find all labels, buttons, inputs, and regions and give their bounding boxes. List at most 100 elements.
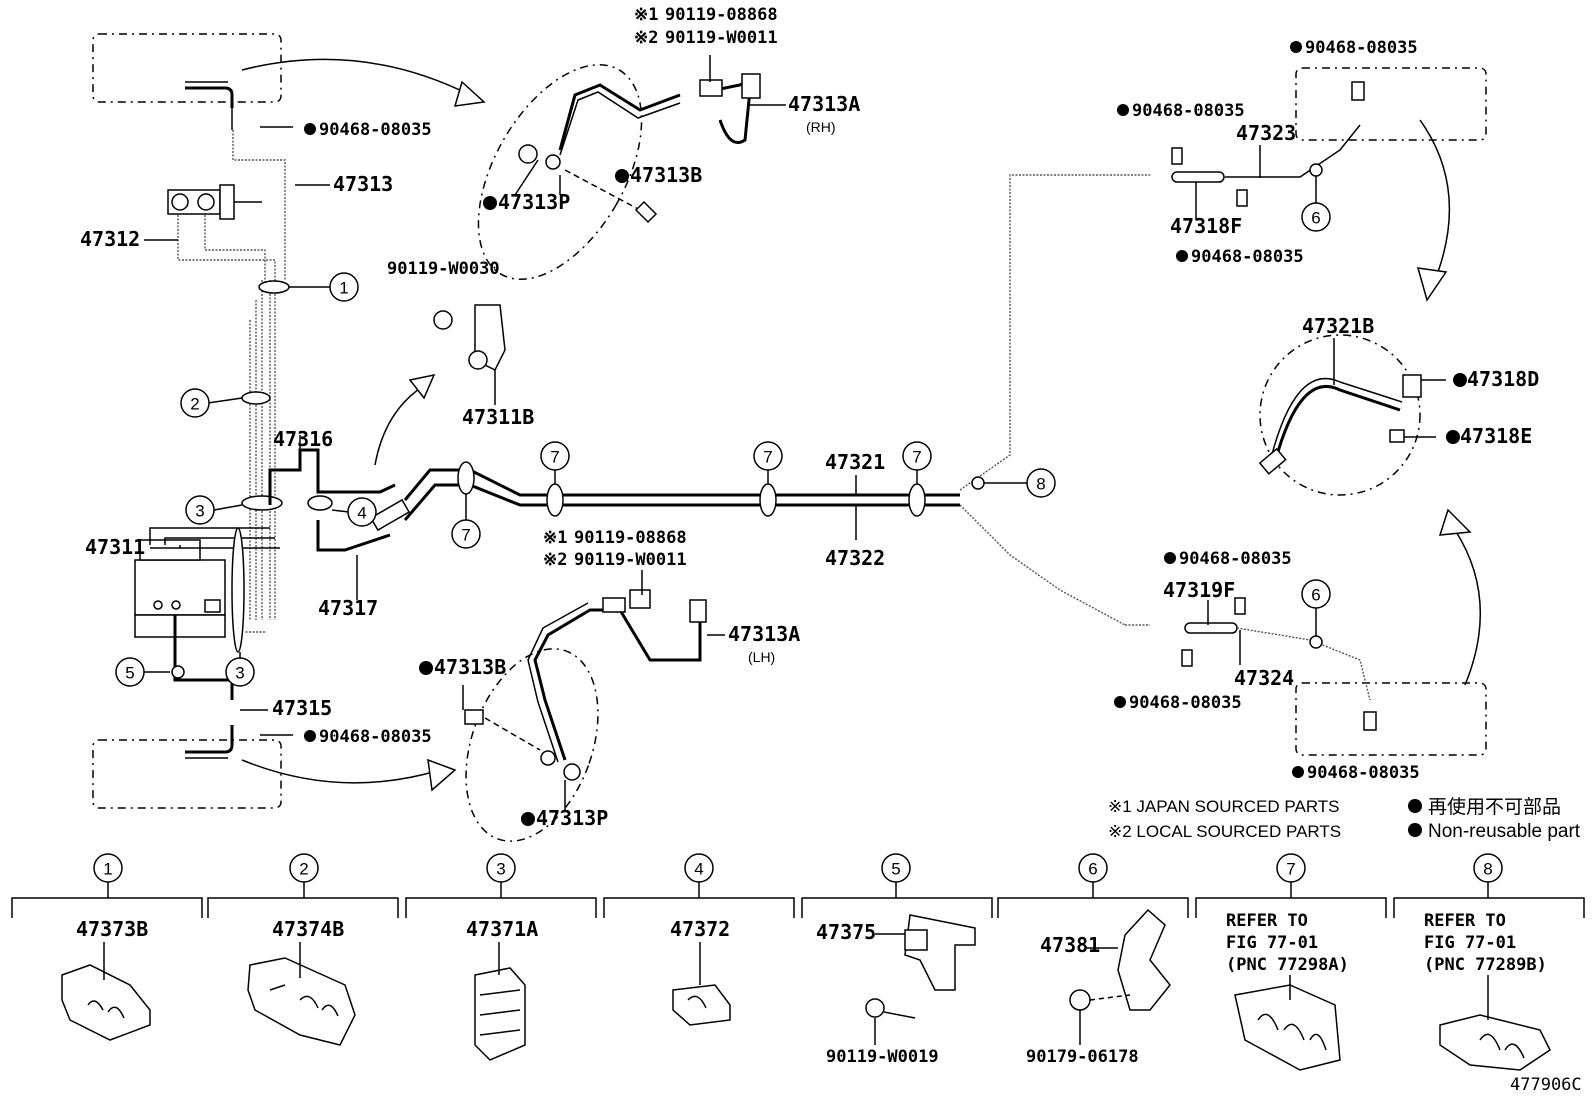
bolt-top-mark2: ※2 [634, 28, 658, 48]
master-cylinder [167, 184, 262, 220]
label-47313P-bot: 47313P [536, 806, 608, 830]
bolt-top-mark1: ※1 [634, 5, 658, 25]
legend-num-2: 2 [299, 860, 308, 879]
callout-7a: 7 [461, 526, 470, 545]
label-rh: (RH) [806, 119, 836, 135]
label-90119-W0030: 90119-W0030 [387, 259, 500, 279]
label-47319F: 47319F [1163, 578, 1235, 602]
clamp-legend: 1 2 3 4 5 6 7 8 47373B 47374B 47371A 473… [11, 853, 1585, 1071]
front-right-hose-detail [477, 55, 761, 280]
callout-6b: 6 [1311, 586, 1320, 605]
label-47313B-bot: 47313B [434, 655, 506, 679]
label-47312: 47312 [80, 227, 140, 251]
diagram-callouts: 1 2 3 3 4 5 6 6 7 7 7 7 [115, 176, 1331, 687]
legend-ref8-l1: REFER TO [1424, 911, 1506, 931]
rear-right-line [1171, 67, 1487, 207]
flow-arrows [241, 58, 1482, 792]
legend-num-3: 3 [496, 860, 505, 879]
non-reusable-clips: 90468-08035 90468-08035 90468-08035 9046… [304, 38, 1467, 826]
legend-num-4: 4 [694, 860, 703, 879]
callout-1: 1 [339, 279, 348, 298]
rear-tube-run [268, 174, 1150, 626]
clamp-drawing-1 [61, 942, 151, 1041]
label-47324: 47324 [1234, 666, 1294, 690]
bolt-mid-mark2: ※2 [543, 550, 567, 570]
label-clip-b: 90468-08035 [319, 727, 432, 747]
label-47321B: 47321B [1302, 314, 1374, 338]
legend-part-47374B: 47374B [272, 917, 344, 941]
label-clip-d: 90468-08035 [1132, 101, 1245, 121]
bracket-47311B [433, 304, 506, 405]
legend-ref7-l1: REFER TO [1226, 911, 1308, 931]
label-47313: 47313 [333, 172, 393, 196]
legend-num-5: 5 [891, 860, 900, 879]
clamp-drawing-5 [865, 914, 976, 1045]
label-47322: 47322 [825, 546, 885, 570]
label-47316: 47316 [273, 427, 333, 451]
callout-8: 8 [1036, 475, 1045, 494]
abs-actuator [134, 527, 280, 700]
callout-3a: 3 [195, 502, 204, 521]
bolt-top-line1: 90119-08868 [665, 5, 778, 25]
label-47318E: 47318E [1460, 424, 1532, 448]
label-47318D: 47318D [1467, 367, 1539, 391]
legend-num-8: 8 [1483, 860, 1492, 879]
clamp-drawing-6 [1069, 908, 1171, 1045]
label-47318F: 47318F [1170, 214, 1242, 238]
callout-7b: 7 [550, 448, 559, 467]
legend-part-47372: 47372 [670, 917, 730, 941]
label-clip-f: 90468-08035 [1179, 549, 1292, 569]
label-clip-g: 90468-08035 [1129, 693, 1242, 713]
bolt-mid-mark1: ※1 [543, 528, 567, 548]
legend-part-47375: 47375 [816, 920, 876, 944]
master-cylinder-lines [177, 130, 286, 633]
callout-7c: 7 [763, 448, 772, 467]
label-clip-c: 90468-08035 [1305, 38, 1418, 58]
label-47317: 47317 [318, 596, 378, 620]
label-47321: 47321 [825, 450, 885, 474]
legend-extra-90119-W0019: 90119-W0019 [826, 1047, 939, 1067]
legend-extra-90179-06178: 90179-06178 [1026, 1047, 1139, 1067]
front-right-wheel-area [92, 33, 282, 130]
pipe-clamps-left [231, 280, 333, 653]
label-clip-e: 90468-08035 [1191, 247, 1304, 267]
legend-part-47371A: 47371A [466, 917, 538, 941]
label-clip-h: 90468-08035 [1307, 763, 1420, 783]
legend-ref7-l3: (PNC 77298A) [1226, 955, 1349, 975]
label-47315: 47315 [272, 696, 332, 720]
callout-6a: 6 [1311, 209, 1320, 228]
bolt-labels-mid: ※1 90119-08868 ※2 90119-W0011 [543, 528, 687, 570]
label-47313A-rh: 47313A [788, 92, 860, 116]
bolt-labels-top: ※1 90119-08868 ※2 90119-W0011 [634, 5, 778, 48]
rear-hose-detail [1258, 334, 1422, 496]
part-labels: 47313A (RH) 47313B 47313P 47313 47312 90… [80, 92, 1539, 830]
front-left-wheel-area [92, 725, 282, 809]
legend-part-47373B: 47373B [76, 917, 148, 941]
label-lh: (LH) [748, 649, 775, 665]
clamp-drawing-2 [247, 942, 356, 1046]
legend-ref8-l2: FIG 77-01 [1424, 933, 1516, 953]
callout-7d: 7 [912, 448, 921, 467]
figure-id: 477906C [1510, 1075, 1582, 1095]
bolt-mid-line2: 90119-W0011 [574, 550, 687, 570]
label-47311: 47311 [85, 535, 145, 559]
legend-part-47381: 47381 [1040, 933, 1100, 957]
note-nonreusable-en: Non-reusable part [1428, 821, 1581, 842]
label-47323: 47323 [1236, 121, 1296, 145]
clamp-drawing-4 [672, 942, 731, 1026]
label-47311B: 47311B [462, 405, 534, 429]
bolt-top-line2: 90119-W0011 [665, 28, 778, 48]
rear-left-line [1181, 597, 1487, 756]
legend-num-1: 1 [103, 860, 112, 879]
callout-2: 2 [190, 395, 199, 414]
leader-lines [144, 104, 1446, 810]
clamp-drawing-8 [1439, 975, 1551, 1071]
callout-3b: 3 [235, 664, 244, 683]
clamp-drawing-7 [1234, 975, 1341, 1071]
clamp-drawing-3 [474, 942, 526, 1061]
note-japan-sourced: ※1 JAPAN SOURCED PARTS [1108, 797, 1340, 816]
legend-ref7-l2: FIG 77-01 [1226, 933, 1318, 953]
notes: ※1 JAPAN SOURCED PARTS ※2 LOCAL SOURCED … [1108, 796, 1581, 842]
callout-4: 4 [357, 504, 366, 523]
